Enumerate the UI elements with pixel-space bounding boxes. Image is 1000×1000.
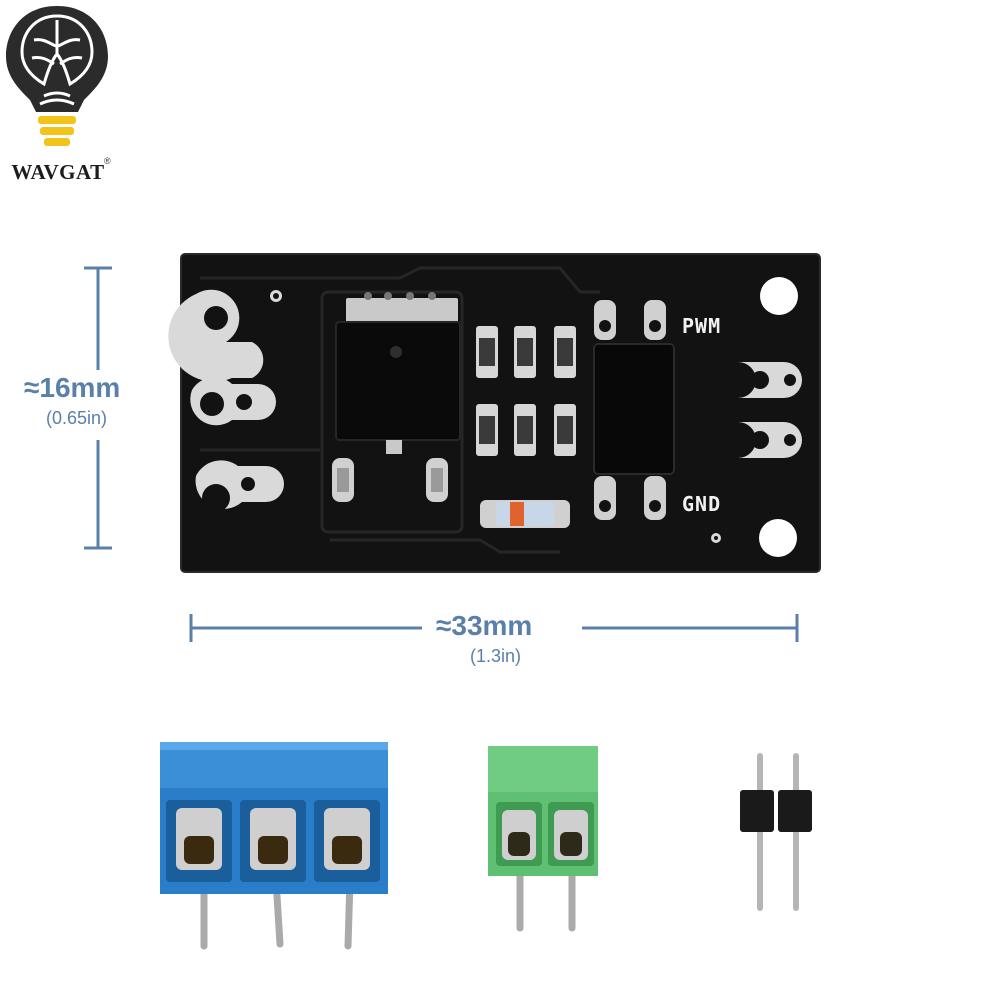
mounting-hole-bottom [759, 519, 797, 557]
width-mm-label: ≈33mm [436, 610, 533, 641]
mosfet-chip [332, 292, 461, 502]
brain-lightbulb-icon [6, 6, 108, 146]
pin-label-gnd: GND [682, 492, 722, 516]
right-pin-pads [738, 362, 802, 458]
blue-terminal-block [160, 742, 388, 950]
width-in-label: (1.3in) [470, 646, 522, 666]
left-power-pads [168, 289, 284, 512]
height-in-label: (0.65in) [46, 408, 108, 428]
pin-label-pwm: PWM [682, 314, 722, 338]
optocoupler-chip [593, 300, 675, 520]
green-terminal-block [488, 746, 598, 932]
registered-mark: ® [104, 156, 111, 166]
pin-header-icon [740, 753, 812, 911]
smd-diode [480, 500, 570, 528]
brand-name: WAVGAT [11, 160, 105, 184]
height-mm-label: ≈16mm [24, 372, 121, 403]
smd-resistors [476, 326, 576, 456]
mounting-hole-top [760, 277, 798, 315]
